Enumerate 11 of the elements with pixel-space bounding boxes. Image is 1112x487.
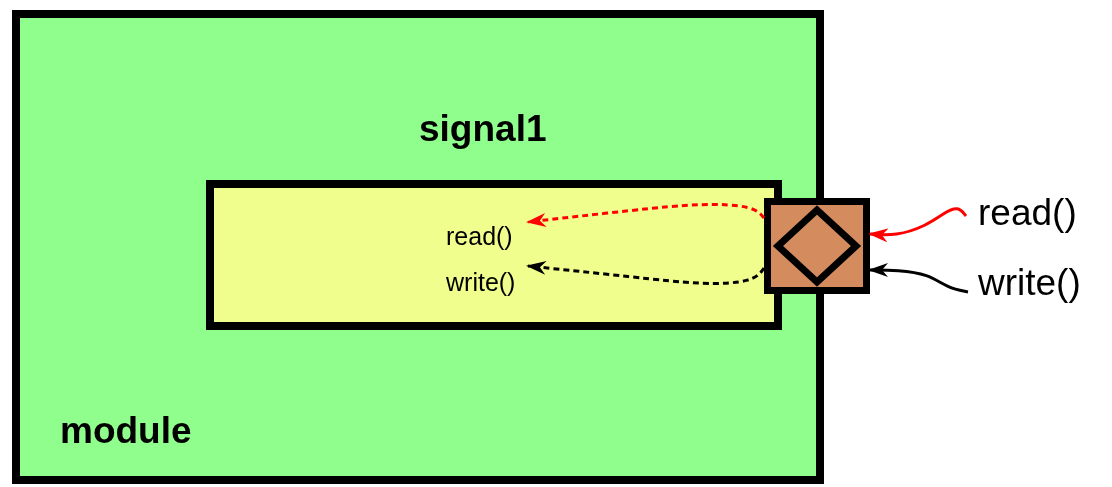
arrow <box>526 260 766 285</box>
method-label: read() <box>978 192 1077 234</box>
arrow <box>526 202 766 227</box>
signal-label: signal1 <box>419 108 547 150</box>
method-label: read() <box>446 222 513 251</box>
method-label: write() <box>978 262 1081 304</box>
method-label: write() <box>446 268 516 297</box>
port-box <box>764 198 870 294</box>
arrow <box>868 263 969 294</box>
module-box <box>12 10 824 484</box>
module-label: module <box>60 410 192 452</box>
